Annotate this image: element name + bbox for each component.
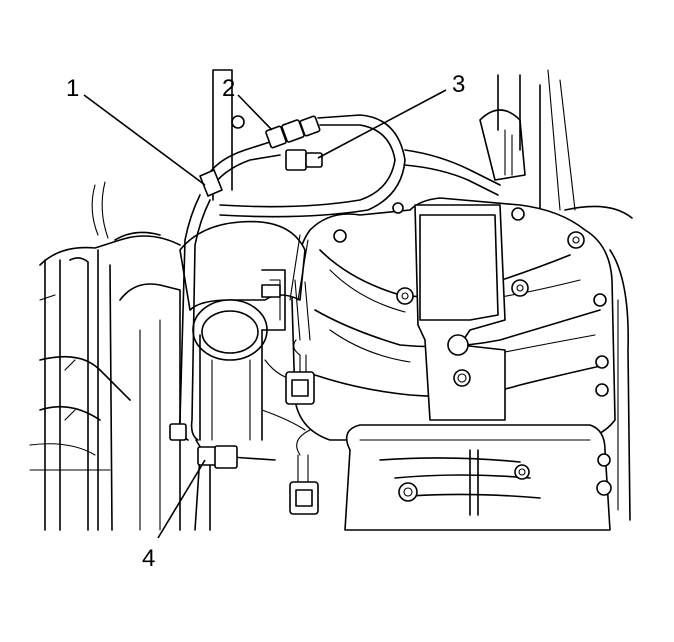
callout-4-leader (157, 459, 206, 539)
left-engine-components (29, 181, 181, 531)
callout-4-label: 4 (142, 545, 155, 572)
callout-leaders (83, 89, 447, 539)
air-intake-duct (179, 220, 306, 441)
callout-3-label: 3 (452, 71, 465, 98)
callout-2-leader (237, 94, 273, 131)
firewall-structure (212, 69, 633, 219)
callout-1-label: 1 (66, 75, 79, 102)
fuel-line-fittings (169, 115, 323, 469)
injector-connectors (261, 279, 319, 515)
callout-3-leader (317, 89, 447, 159)
callout-1-leader (83, 94, 206, 186)
intake-manifold (291, 197, 616, 441)
callout-2-label: 2 (222, 75, 235, 102)
lower-plenum (344, 249, 631, 531)
